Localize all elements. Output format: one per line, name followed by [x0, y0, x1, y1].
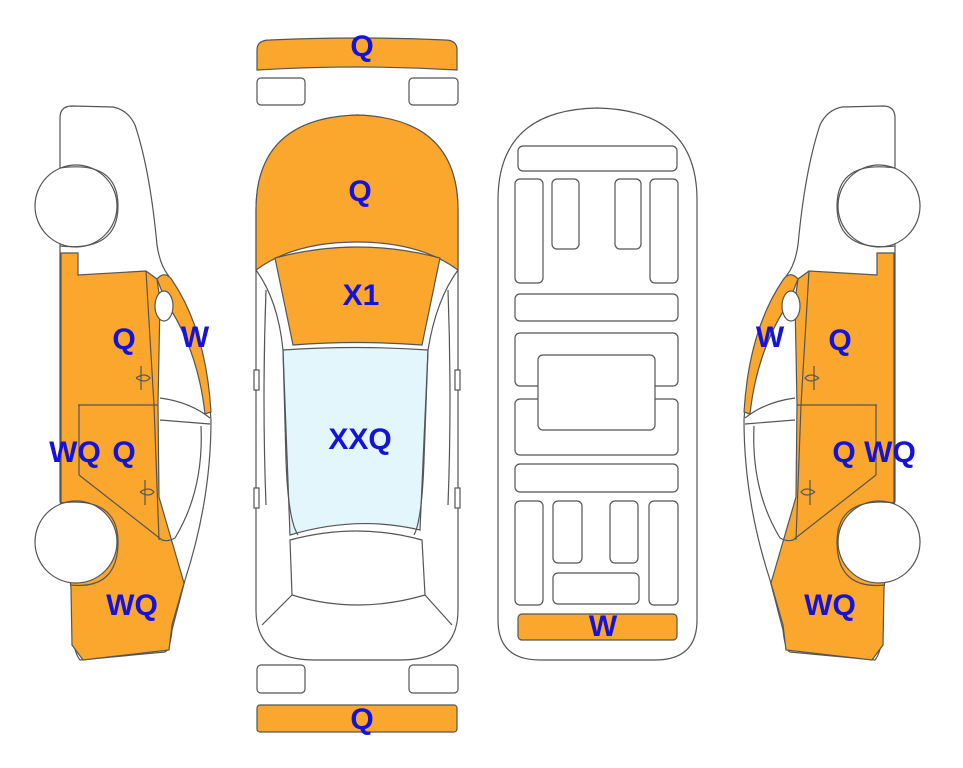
taillight-right: [408, 664, 459, 694]
left-a-pillar-label: W: [180, 321, 210, 354]
underside-rear-label: W: [588, 610, 618, 643]
rear-bumper-label: Q: [350, 703, 374, 736]
taillight-left: [256, 664, 306, 694]
front-bumper-label: Q: [350, 30, 374, 63]
hood[interactable]: [255, 114, 459, 272]
roof-label: XXQ: [328, 423, 392, 456]
roof[interactable]: [282, 346, 429, 536]
windshield[interactable]: [274, 246, 441, 346]
left-rear-door-label: Q: [112, 436, 136, 469]
headlight-left: [256, 77, 306, 106]
right-sill-label: WQ: [864, 436, 916, 469]
left-sill-label: WQ: [49, 436, 101, 469]
right-rear-fender-label: WQ: [804, 589, 856, 622]
right-rear-door-label: Q: [832, 436, 856, 469]
underside-view: [497, 107, 698, 661]
right-front-door-label: Q: [828, 324, 852, 357]
right-a-pillar-label: W: [755, 321, 785, 354]
rear-bumper[interactable]: [256, 704, 458, 733]
headlight-right: [408, 77, 459, 106]
front-bumper[interactable]: [256, 37, 458, 71]
hood-label: Q: [348, 175, 372, 208]
left-front-door-label: Q: [112, 323, 136, 356]
left-side-view: [34, 105, 212, 661]
right-side-view: [743, 105, 921, 661]
windshield-label: X1: [342, 279, 380, 312]
left-rear-fender-label: WQ: [106, 589, 158, 622]
underside-rear-panel[interactable]: [517, 613, 678, 641]
top-view: [253, 114, 461, 661]
